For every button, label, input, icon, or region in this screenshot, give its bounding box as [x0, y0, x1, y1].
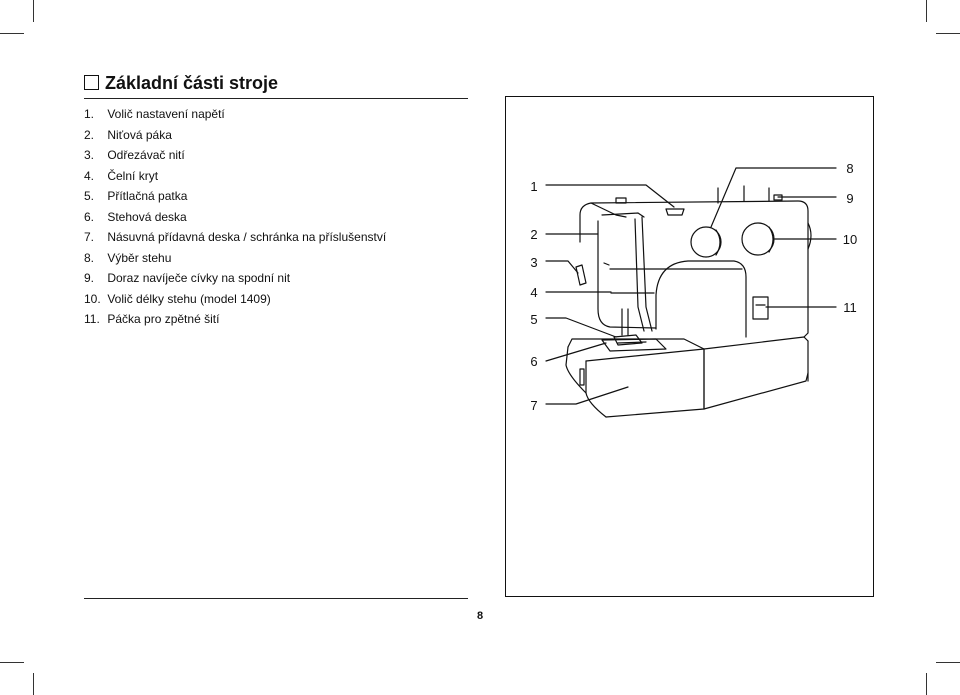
callout-11: 11 — [843, 300, 857, 315]
crop-mark — [926, 0, 927, 22]
machine-body-outline — [579, 200, 809, 338]
callout-10: 10 — [843, 232, 857, 247]
front-cover-seam — [634, 218, 645, 332]
needle-plate — [601, 338, 667, 352]
front-cover — [597, 220, 657, 329]
callout-leader — [545, 342, 607, 362]
base-top — [567, 336, 809, 350]
thread-take-up-lever — [615, 197, 627, 204]
callout-9: 9 — [846, 191, 853, 206]
checkbox-square-icon — [84, 75, 99, 90]
page-title: Základní části stroje — [105, 73, 279, 93]
handwheel — [807, 222, 812, 250]
callout-leader — [545, 184, 675, 208]
crop-mark — [936, 33, 960, 34]
page-number: 8 — [476, 610, 484, 622]
crop-mark — [0, 33, 24, 34]
crop-mark — [0, 662, 24, 663]
sewing-machine-drawing: 1 2 3 4 5 6 7 8 9 10 11 — [530, 161, 857, 418]
callout-6: 6 — [530, 354, 537, 369]
section-heading: Základní části stroje — [84, 72, 468, 99]
dial-edge-icon — [715, 229, 721, 256]
callout-1: 1 — [530, 179, 537, 194]
callout-8: 8 — [846, 161, 853, 176]
machine-top-edge — [590, 202, 627, 218]
crop-mark — [926, 673, 927, 695]
parts-list: 1. Volič nastavení napětí 2. Niťová páka… — [84, 104, 484, 330]
list-item: 3. Odřezávač nití — [84, 148, 185, 162]
accessory-box — [585, 348, 705, 418]
arm-panel-line — [603, 262, 610, 266]
list-item: 2. Niťová páka — [84, 127, 172, 142]
footer-rule — [84, 598, 468, 599]
crop-mark — [33, 673, 34, 695]
list-item: 9. Doraz navíječe cívky na spodní nit — [84, 271, 291, 285]
callout-leader — [545, 260, 579, 274]
thread-cutter — [575, 264, 587, 286]
callout-leader — [545, 386, 629, 405]
list-item: 11. Páčka pro zpětné šití — [84, 312, 220, 326]
callout-4: 4 — [530, 285, 537, 300]
list-item: 10. Volič délky stehu (model 1409) — [84, 291, 271, 306]
stitch-length-dial — [741, 222, 775, 256]
sewing-machine-figure: 1 2 3 4 5 6 7 8 9 10 11 — [505, 96, 874, 597]
base-left-edge — [565, 346, 587, 394]
callout-leader — [545, 317, 617, 338]
list-item: 7. Násuvná přídavná deska / schránka na … — [84, 230, 387, 244]
presser-foot — [613, 334, 643, 346]
crop-mark — [33, 0, 34, 22]
list-item: 6. Stehová deska — [84, 209, 187, 224]
front-cover-seam — [641, 216, 653, 332]
list-item: 1. Volič nastavení napětí — [84, 107, 225, 121]
stitch-selector-dial — [690, 226, 722, 258]
list-item: 8. Výběr stehu — [84, 250, 172, 265]
callout-2: 2 — [530, 227, 537, 242]
base-bottom — [703, 372, 809, 410]
box-clip — [579, 368, 585, 386]
crop-mark — [936, 662, 960, 663]
thread-guide — [665, 208, 685, 216]
callout-leader — [710, 167, 837, 228]
needle-plate-slot — [617, 341, 647, 344]
list-item: 5. Přítlačná patka — [84, 189, 188, 203]
list-item: 4. Čelní kryt — [84, 168, 159, 183]
dial-edge-icon — [768, 226, 774, 253]
callout-3: 3 — [530, 255, 537, 270]
arm-opening — [655, 260, 747, 338]
callout-5: 5 — [530, 312, 537, 327]
accessory-box-front — [585, 360, 607, 418]
head-top — [601, 212, 645, 218]
reverse-lever — [752, 296, 769, 320]
bobbin-winder-stop — [773, 194, 783, 201]
callout-7: 7 — [530, 398, 537, 413]
